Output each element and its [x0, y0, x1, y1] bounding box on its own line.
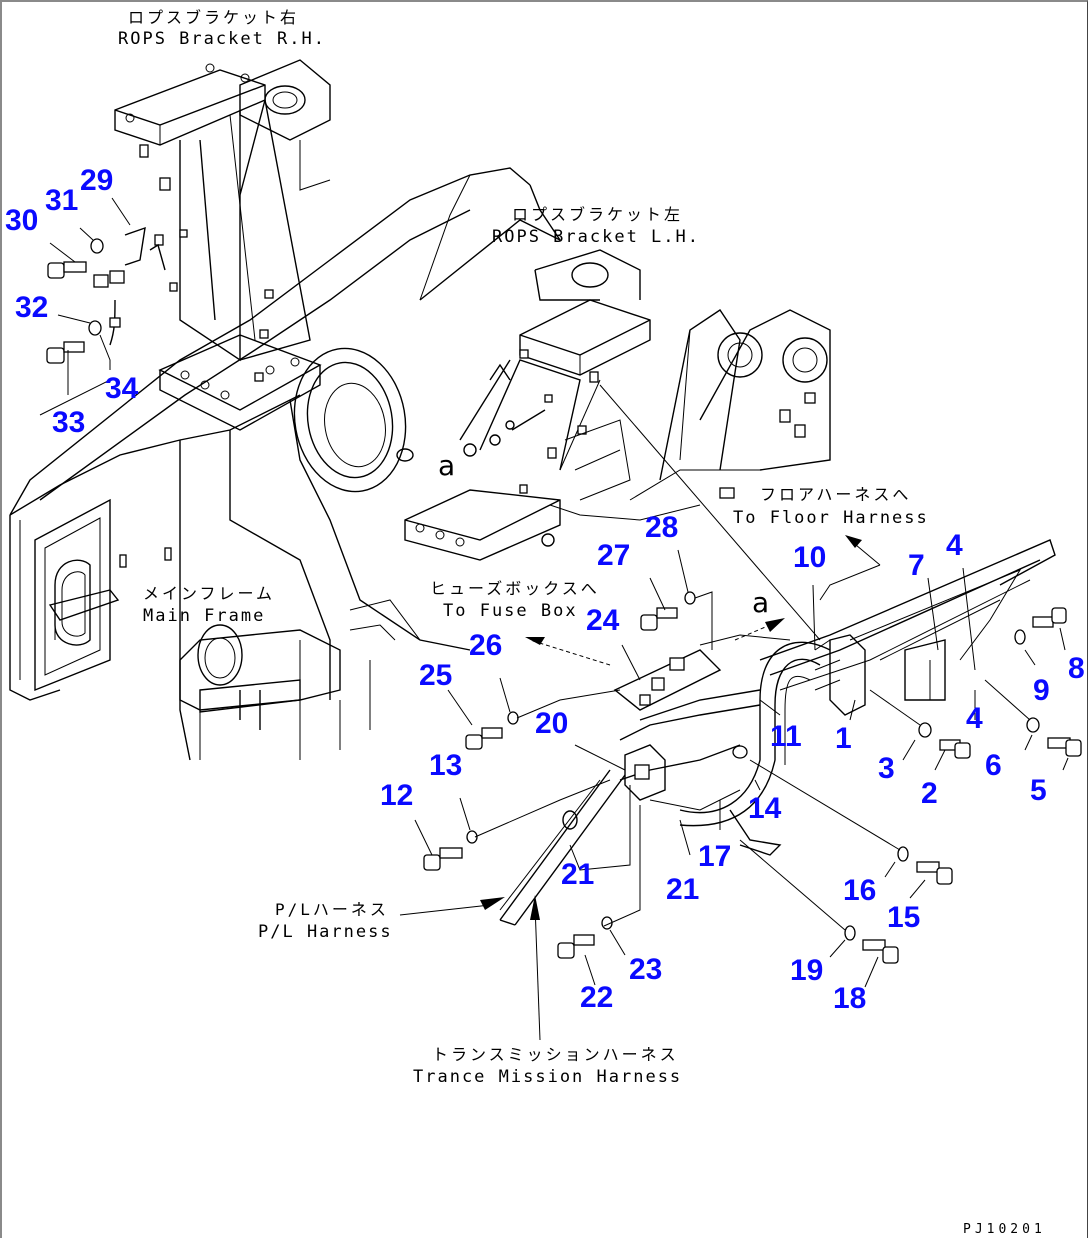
callout-4a: 4 — [946, 529, 963, 562]
callout-10: 10 — [793, 541, 826, 574]
callout-18: 18 — [833, 982, 866, 1015]
label-rops-rh-en: ROPS Bracket R.H. — [118, 29, 326, 49]
callout-23: 23 — [629, 953, 662, 986]
clamp-29 — [124, 226, 146, 266]
washer-31 — [90, 238, 104, 254]
label-floor-harness-jp: フロアハーネスへ — [760, 485, 911, 504]
washer-13 — [466, 830, 478, 844]
lift-arm-tower — [629, 309, 831, 501]
callout-30: 30 — [5, 204, 38, 237]
callout-16: 16 — [843, 874, 876, 907]
callout-17: 17 — [698, 840, 731, 873]
callout-33: 33 — [52, 406, 85, 439]
callout-19: 19 — [790, 954, 823, 987]
label-pl-harness-jp: P/Lハーネス — [275, 900, 389, 919]
label-floor-harness-en: To Floor Harness — [733, 508, 929, 528]
bolt-25 — [465, 727, 503, 750]
washer-6 — [1026, 717, 1040, 733]
callout-34: 34 — [105, 372, 139, 405]
callout-12: 12 — [380, 779, 413, 812]
callout-9: 9 — [1033, 674, 1050, 707]
label-main-frame-en: Main Frame — [143, 606, 265, 626]
washer-32 — [88, 320, 102, 336]
label-pl-harness-en: P/L Harness — [258, 922, 393, 942]
callout-21a: 21 — [561, 858, 594, 891]
drawing-code: PJ10201 — [963, 1222, 1046, 1237]
bolt-27 — [640, 607, 678, 631]
washer-3 — [918, 722, 932, 738]
callout-4b: 4 — [966, 702, 983, 735]
rops-bracket-rh — [114, 59, 331, 431]
callout-28: 28 — [645, 511, 678, 544]
view-marker-a-1: a — [438, 449, 455, 482]
callout-2: 2 — [921, 777, 938, 810]
label-rops-lh-en: ROPS Bracket L.H. — [492, 227, 700, 247]
callout-20: 20 — [535, 707, 568, 740]
callout-31: 31 — [45, 184, 78, 217]
callout-22: 22 — [580, 981, 613, 1014]
callout-3: 3 — [878, 752, 895, 785]
main-frame-outline — [9, 167, 561, 761]
callout-25: 25 — [419, 659, 452, 692]
washer-26 — [507, 711, 519, 725]
callout-29: 29 — [80, 164, 113, 197]
label-fuse-box-jp: ヒューズボックスへ — [430, 579, 600, 598]
label-fuse-box-en: To Fuse Box — [443, 601, 578, 621]
bolt-12 — [423, 847, 463, 871]
bolt-5 — [1047, 737, 1082, 757]
callout-8: 8 — [1068, 652, 1085, 685]
clip-14 — [732, 745, 748, 759]
rops-bracket-lh — [404, 249, 651, 561]
bolt-18 — [862, 939, 899, 964]
label-transmission-harness-jp: トランスミッションハーネス — [432, 1045, 679, 1064]
callout-15: 15 — [887, 901, 920, 934]
callout-26: 26 — [469, 629, 502, 662]
bolt-15 — [916, 861, 953, 885]
bolt-33 — [46, 341, 85, 364]
bolt-30 — [47, 261, 87, 279]
part-callouts: 1 2 3 4 4 5 6 7 8 9 10 11 12 13 14 15 16… — [5, 164, 1085, 1015]
bolt-8 — [1032, 607, 1067, 628]
washer-16 — [897, 846, 909, 862]
view-marker-a-2: a — [752, 586, 769, 619]
callout-5: 5 — [1030, 774, 1047, 807]
leader-lines — [39, 197, 1069, 988]
callout-6: 6 — [985, 749, 1002, 782]
label-rops-rh-jp: ロプスブラケット右 — [128, 8, 299, 27]
harness-routing — [399, 384, 1056, 1041]
washer-28 — [684, 591, 696, 605]
callout-11: 11 — [770, 720, 802, 753]
callout-13: 13 — [429, 749, 462, 782]
callout-1: 1 — [835, 722, 852, 755]
callout-32: 32 — [15, 291, 48, 324]
bolt-22 — [557, 934, 595, 959]
callout-27: 27 — [597, 539, 630, 572]
label-main-frame-jp: メインフレーム — [143, 584, 275, 603]
washer-9 — [1014, 629, 1026, 645]
callout-7: 7 — [908, 549, 925, 582]
annotation-labels: ロプスブラケット右 ROPS Bracket R.H. ロプスブラケット左 RO… — [118, 8, 1046, 1237]
hardware — [46, 226, 1082, 964]
label-rops-lh-jp: ロプスブラケット左 — [512, 205, 683, 224]
callout-21b: 21 — [666, 873, 699, 906]
bolt-2 — [939, 739, 971, 759]
callout-14: 14 — [748, 792, 782, 825]
washer-19 — [844, 925, 856, 941]
label-transmission-harness-en: Trance Mission Harness — [413, 1067, 682, 1087]
callout-24: 24 — [586, 604, 620, 637]
